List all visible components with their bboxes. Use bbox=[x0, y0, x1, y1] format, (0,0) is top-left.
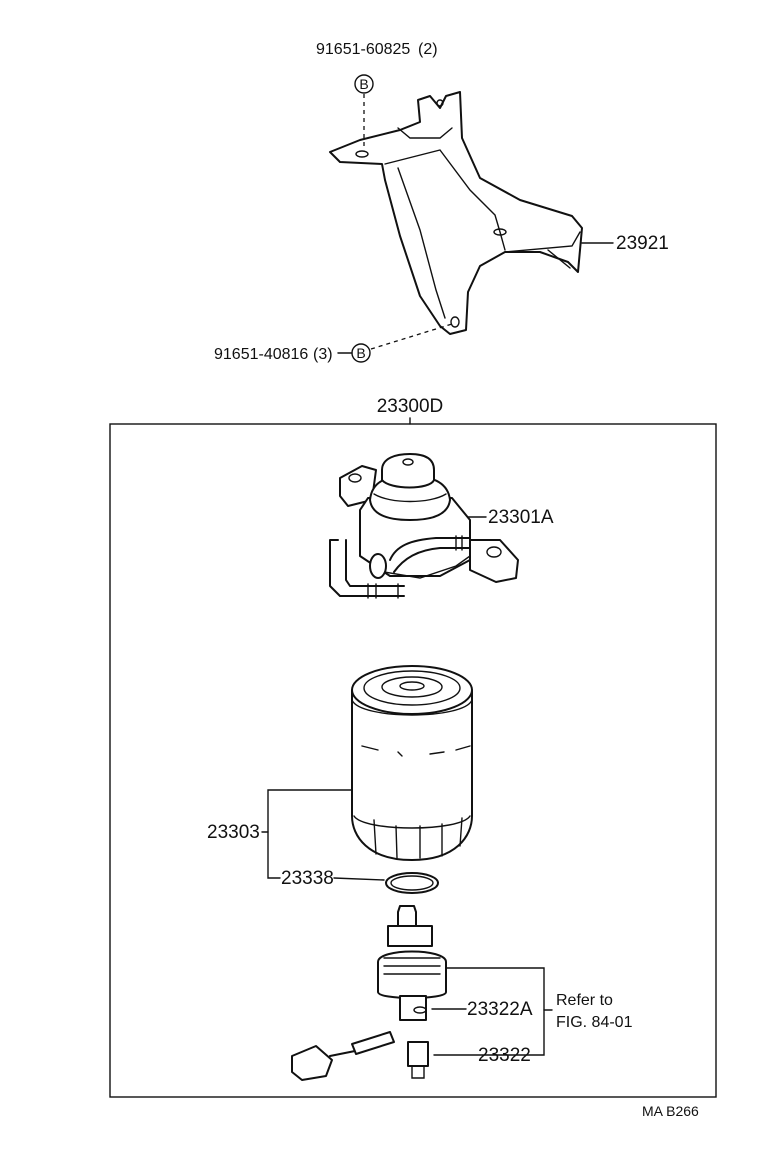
bolt-top-quantity: (2) bbox=[418, 41, 438, 58]
bolt-top-marker: B bbox=[354, 74, 374, 94]
bolt-top-part-number: 91651-60825 bbox=[316, 41, 410, 58]
sensor-gasket-part-number: 23322A bbox=[467, 999, 533, 1020]
refer-text-line2: FIG. 84-01 bbox=[556, 1014, 633, 1031]
bolt-bottom-marker: B bbox=[351, 343, 371, 363]
filter-element-bracket-leader bbox=[267, 789, 353, 879]
bolt-top-marker-letter: B bbox=[359, 76, 368, 92]
assembly-part-number: 23300D bbox=[377, 396, 444, 417]
o-ring-drawing bbox=[385, 872, 439, 894]
refer-text-line1: Refer to bbox=[556, 992, 613, 1009]
bolt-bottom-quantity: (3) bbox=[313, 346, 333, 363]
o-ring-part-number: 23338 bbox=[281, 868, 334, 889]
sensor-switch-part-number: 23322 bbox=[478, 1045, 531, 1066]
bolt-bottom-marker-letter: B bbox=[356, 345, 365, 361]
bolt-bottom-dashed-leader bbox=[370, 323, 453, 350]
o-ring-leader bbox=[333, 877, 385, 881]
filter-element-part-number: 23303 bbox=[207, 822, 260, 843]
bracket-part-number: 23921 bbox=[616, 233, 669, 254]
figure-code: MA B266 bbox=[642, 1103, 699, 1119]
filter-head-part-number: 23301A bbox=[488, 507, 554, 528]
filter-head-drawing bbox=[329, 453, 519, 599]
bolt-bottom-part-number: 91651-40816 bbox=[214, 346, 308, 363]
sensor-bracket-leader bbox=[433, 967, 545, 1056]
filter-element-drawing bbox=[351, 665, 473, 861]
sensor-drawing bbox=[291, 905, 447, 1081]
assembly-frame bbox=[109, 423, 717, 1098]
bracket-drawing bbox=[329, 91, 583, 335]
